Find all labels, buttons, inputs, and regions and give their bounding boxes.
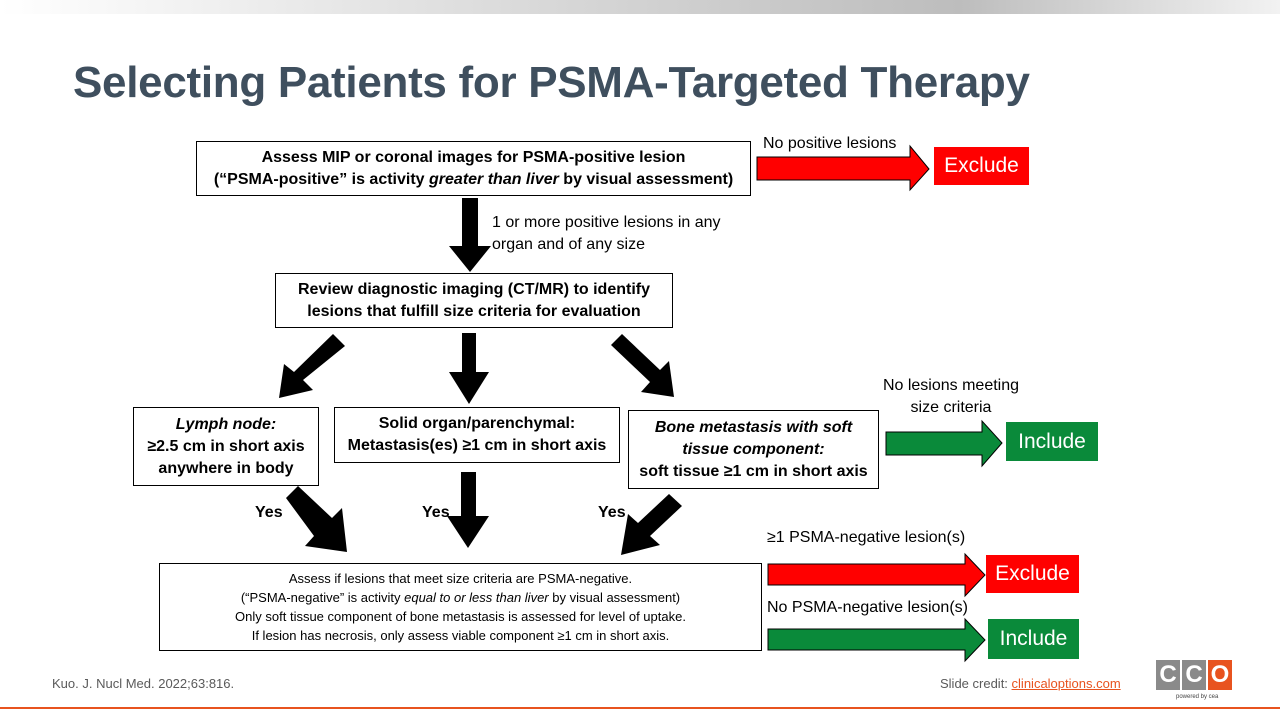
assess-mip-box: Assess MIP or coronal images for PSMA-po… (196, 141, 751, 196)
bone-line2: tissue component: (682, 440, 825, 458)
arrow-to-bone (611, 334, 674, 397)
slide-credit: Slide credit: clinicaloptions.com (940, 676, 1121, 691)
review-line1: Review diagnostic imaging (CT/MR) to ide… (297, 280, 650, 298)
label-no-meeting: No lesions meeting size criteria (882, 377, 1020, 416)
bone-line1: Bone metastasis with soft (654, 418, 853, 436)
slide-title: Selecting Patients for PSMA-Targeted The… (73, 58, 1030, 107)
assess-mip-line2: (“PSMA-positive” is activity greater tha… (213, 170, 734, 188)
top-gradient-bar (0, 0, 1280, 14)
label-one-or-more: 1 or more positive lesions in any organ … (492, 214, 721, 253)
include-tag-bottom: Include (988, 619, 1079, 659)
review-imaging-box: Review diagnostic imaging (CT/MR) to ide… (275, 273, 673, 328)
assess-neg-line3: Only soft tissue component of bone metas… (235, 609, 686, 624)
slide-credit-link[interactable]: clinicaloptions.com (1011, 676, 1121, 691)
assess-mip-line1: Assess MIP or coronal images for PSMA-po… (261, 148, 686, 166)
solid-line2: Metastasis(es) ≥1 cm in short axis (347, 437, 607, 454)
solid-line1: Solid organ/parenchymal: (378, 415, 576, 432)
assess-negative-box: Assess if lesions that meet size criteri… (159, 563, 762, 651)
footer-accent-line (0, 707, 1280, 709)
arrow-yes-solid (447, 472, 489, 548)
slide-credit-prefix: Slide credit: (940, 676, 1012, 691)
lymph-line3: anywhere in body (158, 459, 294, 477)
lymph-line2: ≥2.5 cm in short axis (147, 437, 305, 455)
label-psma-negative: ≥1 PSMA-negative lesion(s) (767, 529, 966, 546)
bone-line3: soft tissue ≥1 cm in short axis (639, 462, 868, 480)
exclude-tag-top: Exclude (934, 147, 1029, 185)
assess-neg-line1: Assess if lesions that meet size criteri… (288, 571, 633, 586)
bone-metastasis-box: Bone metastasis with soft tissue compone… (628, 410, 879, 489)
arrow-down-main (449, 198, 491, 272)
solid-organ-box: Solid organ/parenchymal: Metastasis(es) … (334, 407, 620, 463)
lymph-node-box: Lymph node: ≥2.5 cm in short axis anywhe… (133, 407, 319, 486)
arrow-include-middle (885, 419, 1003, 468)
cco-logo: C C O powered by cea (1156, 660, 1236, 706)
arrow-exclude-top (756, 144, 930, 192)
yes-label-bone: Yes (598, 504, 626, 521)
assess-neg-line4: If lesion has necrosis, only assess viab… (251, 628, 670, 643)
logo-o: O (1208, 660, 1232, 690)
lymph-line1: Lymph node: (175, 415, 277, 433)
arrow-to-solid (449, 333, 489, 404)
logo-subtext: powered by cea (1176, 694, 1219, 700)
arrow-to-lymph (279, 334, 345, 398)
label-no-psma-negative: No PSMA-negative lesion(s) (767, 599, 968, 616)
yes-label-solid: Yes (422, 504, 450, 521)
review-line2: lesions that fulfill size criteria for e… (307, 302, 641, 320)
logo-c2: C (1182, 660, 1206, 690)
logo-c1: C (1156, 660, 1180, 690)
arrow-yes-lymph (286, 486, 347, 552)
yes-label-lymph: Yes (255, 504, 283, 521)
assess-neg-line2: (“PSMA-negative” is activity equal to or… (240, 590, 681, 605)
reference-citation: Kuo. J. Nucl Med. 2022;63:816. (52, 676, 235, 691)
label-no-positive: No positive lesions (763, 135, 897, 152)
arrow-include-bottom (767, 617, 986, 663)
arrow-exclude-bottom (767, 552, 986, 598)
arrow-yes-bone (621, 494, 682, 555)
include-tag-middle: Include (1006, 422, 1098, 461)
exclude-tag-bottom: Exclude (986, 555, 1079, 593)
